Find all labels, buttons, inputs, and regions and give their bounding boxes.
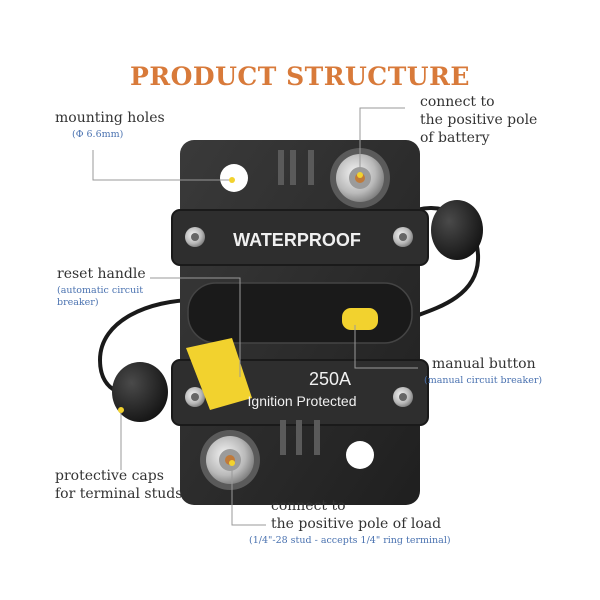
mounting-hole-bottom bbox=[346, 441, 374, 469]
waterproof-band bbox=[171, 209, 429, 266]
protective-caps-label-2: for terminal studs bbox=[55, 486, 183, 502]
screw bbox=[393, 387, 413, 407]
battery-pole-label-1: connect to bbox=[420, 94, 495, 110]
rating-text: 250A bbox=[309, 369, 351, 389]
reset-handle-sub-2: breaker) bbox=[57, 297, 99, 308]
battery-pole-label-2: the positive pole bbox=[420, 112, 538, 128]
manual-button-sub: (manual circuit breaker) bbox=[424, 375, 543, 386]
embossed-marks bbox=[278, 150, 320, 455]
reset-handle-sub-1: (automatic circuit bbox=[57, 285, 144, 296]
waterproof-text: WATERPROOF bbox=[233, 230, 361, 250]
mounting-holes-label: mounting holes bbox=[55, 110, 165, 126]
mounting-holes-spec: (Φ 6.6mm) bbox=[72, 129, 124, 140]
page-title: PRODUCT STRUCTURE bbox=[130, 62, 470, 91]
screw bbox=[185, 387, 205, 407]
leader-lines bbox=[92, 107, 418, 526]
reset-handle-label: reset handle bbox=[57, 266, 146, 282]
load-pole-spec: (1/4"-28 stud - accepts 1/4" ring termin… bbox=[249, 535, 451, 546]
leader-endpoints bbox=[118, 172, 363, 466]
battery-pole-label-3: of battery bbox=[420, 130, 490, 146]
manual-button-label: manual button bbox=[432, 356, 536, 372]
protective-cap-right bbox=[431, 200, 483, 260]
manual-button bbox=[342, 308, 378, 330]
protected-text: Ignition Protected bbox=[248, 393, 357, 409]
protective-cap-left bbox=[112, 362, 168, 422]
handle-slot bbox=[187, 282, 413, 344]
load-pole-label-2: the positive pole of load bbox=[271, 516, 442, 532]
protective-caps-label-1: protective caps bbox=[55, 468, 164, 484]
screw bbox=[393, 227, 413, 247]
screw bbox=[185, 227, 205, 247]
reset-handle bbox=[186, 338, 252, 410]
cap-cable-right bbox=[404, 205, 481, 322]
load-terminal-stud bbox=[200, 430, 260, 490]
load-pole-label-1: connect to bbox=[271, 498, 346, 514]
